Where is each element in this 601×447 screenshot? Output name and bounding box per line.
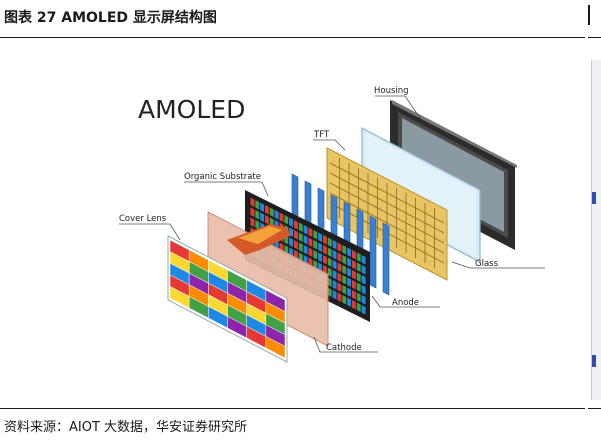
source-divider [0,408,585,409]
svg-text:Organic Substrate: Organic Substrate [184,172,261,182]
diagram-heading: AMOLED [138,95,245,124]
cover-lens-layer [167,235,288,363]
adjacent-panel-edge [588,5,601,25]
svg-text:Cover Lens: Cover Lens [119,214,167,224]
svg-text:Glass: Glass [475,259,499,269]
figure-source: 资料来源：AIOT 大数据，华安证券研究所 [4,420,248,435]
adjacent-panel [591,60,601,400]
adjacent-panel-marker [592,355,596,367]
label-glass: Glass [451,259,545,269]
title-divider [0,37,585,38]
light-emission-arrow [227,224,290,255]
adjacent-panel-divider [588,37,601,38]
label-organic-substrate: Organic Substrate [184,172,269,197]
label-tft: TFT [313,130,346,151]
svg-text:Housing: Housing [374,86,409,96]
label-anode: Anode [371,295,440,308]
svg-text:Cathode: Cathode [326,343,362,353]
adjacent-panel-divider [588,408,601,409]
figure-title: 图表 27 AMOLED 显示屏结构图 [4,10,217,26]
label-cathode: Cathode [313,336,378,353]
svg-text:Anode: Anode [392,298,419,308]
label-cover-lens: Cover Lens [119,214,181,241]
adjacent-panel-marker [592,192,596,204]
label-housing: Housing [374,86,421,119]
svg-text:TFT: TFT [313,130,330,140]
